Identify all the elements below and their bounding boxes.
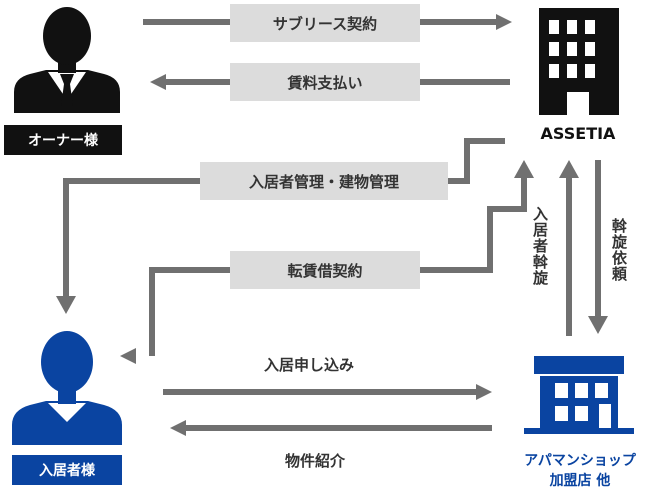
rent-payment-label: 賃料支払い [230, 63, 420, 101]
management-label: 入居者管理・建物管理 [200, 162, 448, 200]
tenant-tag: 入居者様 [12, 455, 122, 485]
sublet-label: 転賃借契約 [230, 251, 420, 289]
sublease-label: サブリース契約 [230, 4, 420, 42]
owner-tag: オーナー様 [4, 125, 122, 155]
sublease-arrowhead [496, 14, 512, 30]
introduction-arrowhead [170, 420, 186, 436]
referral-request-label: 斡旋依頼 [610, 218, 628, 282]
sublet-arrowhead [514, 160, 534, 178]
management-arrow [63, 138, 505, 298]
application-arrowhead [476, 384, 492, 400]
rent-arrowhead [150, 74, 166, 90]
tenant-person-icon [12, 331, 122, 445]
shop-label: アパマンショップ 加盟店 他 [505, 451, 652, 491]
shop-icon [524, 356, 634, 434]
assetia-label: ASSETIA [540, 124, 616, 143]
referral-request-arrowhead [588, 316, 608, 334]
building-icon [539, 8, 619, 115]
tenant-referral-arrowhead [559, 160, 579, 178]
tenant-referral-label: 入居者斡旋 [531, 206, 549, 286]
introduction-label: 物件紹介 [285, 452, 346, 470]
sublet-arrow [149, 176, 527, 356]
sublet-tail-arrowhead [120, 348, 136, 364]
shop-label-line2: 加盟店 他 [549, 473, 611, 489]
application-label: 入居申し込み [264, 356, 355, 374]
shop-label-line1: アパマンショップ [524, 453, 636, 469]
management-arrowhead [56, 296, 76, 314]
owner-person-icon [14, 7, 120, 113]
